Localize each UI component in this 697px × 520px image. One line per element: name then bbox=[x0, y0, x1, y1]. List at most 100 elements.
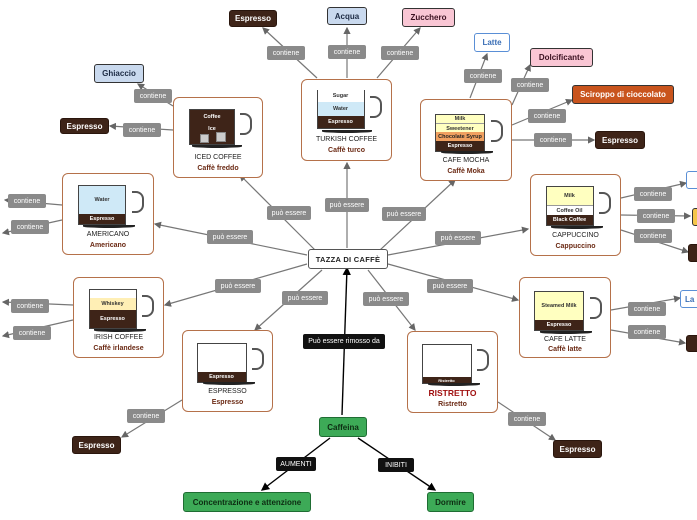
relation-label: contiene bbox=[267, 46, 305, 60]
ingredient-node[interactable] bbox=[692, 208, 697, 226]
ingredient-node[interactable]: Espresso bbox=[553, 440, 602, 458]
layer-espresso: Espresso bbox=[79, 214, 125, 224]
drink-name-it: Americano bbox=[89, 242, 127, 249]
layer-ristretto: Ristretto bbox=[422, 377, 471, 383]
relation-label: contiene bbox=[8, 194, 46, 208]
relation-label: contiene bbox=[628, 302, 666, 316]
drink-card-espresso[interactable]: Espresso ESPRESSO Espresso bbox=[182, 330, 273, 412]
layer-water: Water bbox=[317, 102, 364, 116]
layer-espresso: Espresso bbox=[89, 310, 136, 328]
drink-name-it: Caffè Moka bbox=[447, 168, 485, 175]
drink-name-en: RISTRETTO bbox=[428, 388, 477, 398]
layer-milk: Milk bbox=[436, 115, 484, 123]
ingredient-node[interactable] bbox=[688, 244, 697, 262]
relation-label: contiene bbox=[508, 412, 546, 426]
relation-label: può essere bbox=[363, 292, 409, 306]
relation-label: contiene bbox=[534, 133, 572, 147]
effect-node-sleep[interactable]: Dormire bbox=[427, 492, 474, 512]
drink-name-it: Ristretto bbox=[438, 401, 467, 408]
drink-name-en: CAFE LATTE bbox=[544, 336, 586, 343]
drink-name-en: TURKISH COFFEE bbox=[315, 136, 378, 143]
layer-chocolate-syrup: Chocolate Syrup bbox=[436, 132, 484, 141]
layer-steamed-milk: Steamed Milk bbox=[535, 292, 583, 320]
relation-label: contiene bbox=[134, 89, 172, 103]
ingredient-node[interactable]: Ghiaccio bbox=[94, 64, 144, 83]
drink-name-it: Caffè turco bbox=[328, 147, 365, 154]
relation-label: contiene bbox=[464, 69, 502, 83]
relation-label: contiene bbox=[628, 325, 666, 339]
drink-card-cappuccino[interactable]: Milk Coffee Oil Black Coffee CAPPUCCINO … bbox=[530, 174, 621, 256]
relation-label: contiene bbox=[328, 45, 366, 59]
ingredient-node[interactable]: Dolcificante bbox=[530, 48, 593, 67]
drink-name-it: Caffè freddo bbox=[197, 165, 239, 172]
ingredient-node[interactable]: Acqua bbox=[327, 7, 367, 25]
cup-icon: Steamed Milk Espresso bbox=[534, 291, 584, 331]
relation-label: contiene bbox=[637, 209, 675, 223]
relation-label: può essere bbox=[267, 206, 311, 220]
relation-label: contiene bbox=[11, 220, 49, 234]
ingredient-node[interactable]: Sciroppo di cioccolato bbox=[572, 85, 674, 104]
relation-label: può essere bbox=[382, 207, 426, 221]
relation-label: può essere bbox=[435, 231, 481, 245]
cup-icon: Espresso bbox=[196, 343, 247, 383]
ingredient-node[interactable]: La bbox=[680, 290, 697, 308]
drink-card-irish[interactable]: Whiskey Espresso IRISH COFFEE Caffè irla… bbox=[73, 277, 164, 358]
layer-milk: Milk bbox=[546, 187, 593, 205]
drink-name-en: AMERICANO bbox=[86, 231, 130, 238]
cup-icon: Sugar Water Espresso bbox=[316, 90, 365, 129]
relation-label: Può essere rimosso da bbox=[303, 334, 385, 349]
drink-name-it: Caffè irlandese bbox=[93, 345, 144, 352]
ingredient-node[interactable]: Espresso bbox=[72, 436, 121, 454]
drink-card-turkish[interactable]: Sugar Water Espresso TURKISH COFFEE Caff… bbox=[301, 79, 392, 161]
cup-icon: Ristretto bbox=[421, 344, 472, 384]
ingredient-node[interactable] bbox=[686, 335, 697, 352]
cup-icon: Whiskey Espresso bbox=[88, 289, 137, 329]
ingredient-node[interactable]: Latte bbox=[474, 33, 510, 52]
cup-icon: Water Espresso bbox=[78, 185, 126, 225]
layer-black-coffee: Black Coffee bbox=[546, 215, 593, 225]
drink-name-en: ESPRESSO bbox=[208, 388, 247, 395]
cup-icon: Coffee Ice bbox=[189, 109, 235, 145]
layer-espresso: Espresso bbox=[535, 320, 583, 330]
drink-name-en: ICED COFFEE bbox=[194, 154, 242, 161]
ingredient-node[interactable]: Espresso bbox=[595, 131, 645, 149]
layer-espresso: Espresso bbox=[436, 141, 484, 151]
ingredient-node[interactable] bbox=[686, 171, 697, 189]
ingredient-node[interactable]: Espresso bbox=[229, 10, 277, 27]
cup-icon: Milk Sweetener Chocolate Syrup Espresso bbox=[435, 114, 485, 152]
layer-coffee: Coffee bbox=[203, 114, 221, 120]
drink-card-americano[interactable]: Water Espresso AMERICANO Americano bbox=[62, 173, 154, 255]
relation-label: contiene bbox=[123, 123, 161, 137]
caffeine-node[interactable]: Caffeina bbox=[319, 417, 367, 437]
drink-card-ristretto[interactable]: Ristretto RISTRETTO Ristretto bbox=[407, 331, 498, 413]
ingredient-node[interactable]: Zucchero bbox=[402, 8, 455, 27]
drink-name-en: CAFE MOCHA bbox=[442, 157, 490, 164]
layer-water: Water bbox=[79, 186, 125, 214]
layer-whiskey: Whiskey bbox=[89, 298, 136, 310]
central-node-coffee-cup[interactable]: TAZZA DI CAFFÈ bbox=[308, 249, 388, 269]
relation-label: contiene bbox=[634, 187, 672, 201]
relation-label: contiene bbox=[13, 326, 51, 340]
drink-name-it: Caffè latte bbox=[548, 346, 582, 353]
drink-card-latte[interactable]: Steamed Milk Espresso CAFE LATTE Caffè l… bbox=[519, 277, 611, 358]
drink-card-mocha[interactable]: Milk Sweetener Chocolate Syrup Espresso … bbox=[420, 99, 512, 181]
layer-espresso: Espresso bbox=[317, 116, 364, 128]
drink-name-en: CAPPUCCINO bbox=[552, 232, 599, 239]
drink-card-iced[interactable]: Coffee Ice ICED COFFEE Caffè freddo bbox=[173, 97, 263, 178]
relation-label: può essere bbox=[325, 198, 369, 212]
layer-sugar: Sugar bbox=[317, 90, 364, 102]
relation-label: INIBITI bbox=[378, 458, 414, 472]
ingredient-node[interactable]: Espresso bbox=[60, 118, 109, 134]
relation-label: può essere bbox=[427, 279, 473, 293]
drink-name-en: IRISH COFFEE bbox=[93, 334, 143, 341]
relation-label: contiene bbox=[11, 299, 49, 313]
cup-icon: Milk Coffee Oil Black Coffee bbox=[545, 186, 594, 226]
relation-label: contiene bbox=[511, 78, 549, 92]
relation-label: AUMENTI bbox=[276, 457, 316, 471]
drink-name-it: Cappuccino bbox=[555, 243, 596, 250]
effect-node-concentration[interactable]: Concentrazione e attenzione bbox=[183, 492, 311, 512]
relation-label: può essere bbox=[207, 230, 253, 244]
relation-label: contiene bbox=[127, 409, 165, 423]
layer-sweetener: Sweetener bbox=[436, 123, 484, 133]
relation-label: contiene bbox=[381, 46, 419, 60]
